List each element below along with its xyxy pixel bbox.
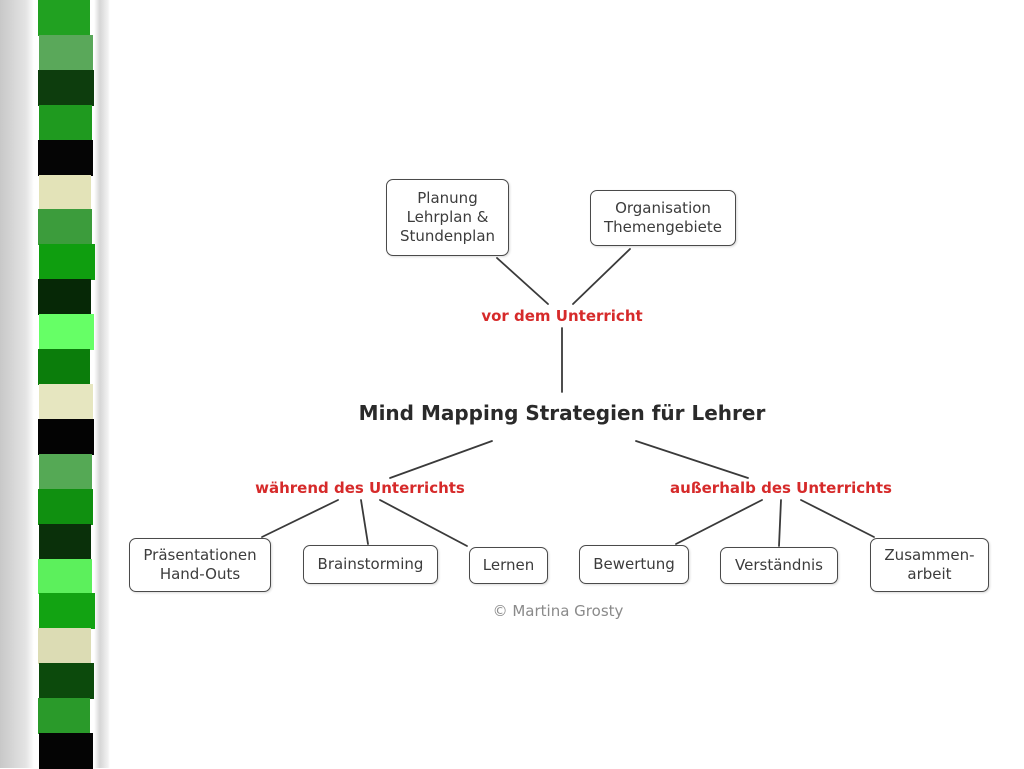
- strip-block: [39, 663, 94, 700]
- strip-block: [38, 279, 91, 316]
- connector-praesentationen: [261, 499, 339, 538]
- node-brainstorming: Brainstorming: [303, 545, 438, 584]
- strip-block: [39, 523, 91, 560]
- node-zusammenarbeit: Zusammen- arbeit: [870, 538, 989, 592]
- node-praesentationen: Präsentationen Hand-Outs: [129, 538, 271, 592]
- connector-zusammenarbeit: [800, 499, 875, 538]
- branch-label-vor-dem-unterricht: vor dem Unterricht: [481, 307, 643, 325]
- strip-block: [39, 453, 92, 490]
- branch-label-ausserhalb-des-unterrichts: außerhalb des Unterrichts: [670, 479, 892, 497]
- center-title: Mind Mapping Strategien für Lehrer: [358, 401, 766, 425]
- copyright-notice: © Martina Grosty: [492, 602, 624, 620]
- connector-verstaendnis: [778, 499, 782, 547]
- strip-block: [39, 174, 91, 211]
- strip-block: [38, 349, 90, 385]
- strip-block: [39, 244, 95, 281]
- strip-block: [38, 0, 90, 36]
- strip-block: [39, 104, 92, 141]
- connector-lernen: [379, 499, 468, 547]
- connector-center-waehrend: [389, 440, 493, 479]
- connector-organisation: [572, 248, 631, 305]
- strip-block: [39, 733, 93, 769]
- branch-label-waehrend-des-unterrichts: während des Unterrichts: [255, 479, 465, 497]
- node-planung: Planung Lehrplan & Stundenplan: [386, 179, 509, 256]
- connector-bewertung: [675, 499, 763, 545]
- strip-block: [38, 488, 93, 525]
- strip-block: [38, 209, 92, 246]
- strip-block: [38, 628, 91, 665]
- decorative-strip: [0, 0, 110, 769]
- connector-brainstorming: [360, 499, 369, 545]
- strip-block: [38, 139, 93, 176]
- strip-block: [38, 418, 94, 455]
- strip-block: [39, 34, 93, 71]
- node-verstaendnis: Verständnis: [720, 547, 838, 584]
- strip-block: [39, 384, 93, 420]
- strip-block: [39, 314, 94, 351]
- strip-block: [38, 69, 94, 106]
- strip-block: [39, 593, 95, 630]
- strip-block: [38, 558, 92, 595]
- strip-block: [38, 698, 90, 735]
- connector-center-ausserhalb: [635, 440, 749, 479]
- connector-planung: [496, 257, 549, 305]
- node-lernen: Lernen: [469, 547, 548, 584]
- node-organisation: Organisation Themengebiete: [590, 190, 736, 246]
- node-bewertung: Bewertung: [579, 545, 689, 584]
